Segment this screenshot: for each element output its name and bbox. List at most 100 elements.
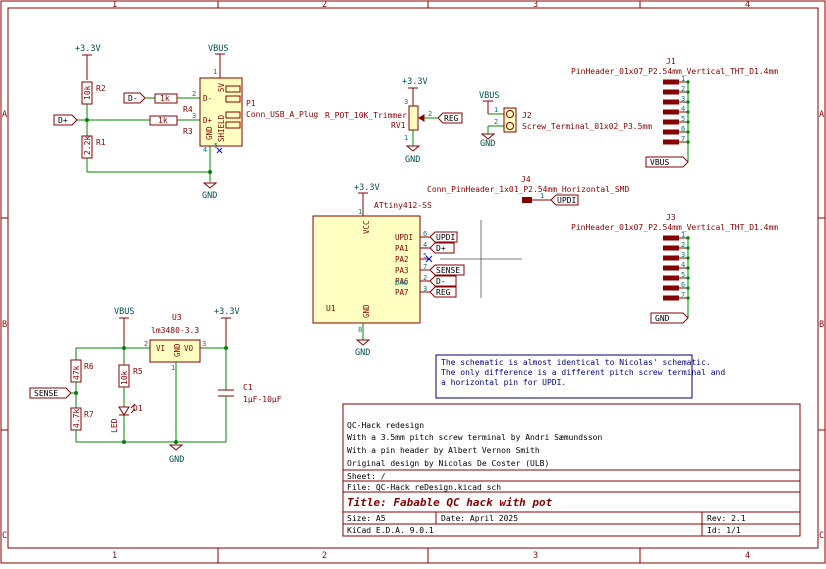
label-gnd-j3-text: GND [655, 314, 670, 323]
u1-pin-name-pa7: PA7 [395, 288, 409, 297]
tb-rev: Rev: 2.1 [707, 514, 746, 523]
power-gnd-j2: GND [480, 139, 495, 149]
label-dplus-left [53, 114, 78, 126]
label-reg-pot [437, 112, 463, 124]
header-j4-section: J4 Conn_PinHeader_1x01_P2.54mm_Horizonta… [427, 175, 629, 206]
j1-pin-6-num: 6 [681, 125, 685, 133]
col-label-1: 1 [112, 0, 117, 10]
j1-value: PinHeader_01x07_P2.54mm_Vertical_THT_D1.… [571, 67, 778, 76]
j3-pin-6-num: 6 [681, 281, 685, 289]
power-3v3-pot: +3.3V [402, 77, 428, 87]
tb-file: File: QC-Hack_reDesign.kicad_sch [347, 483, 501, 492]
r6-ref: R6 [84, 362, 94, 371]
p1-pinnum-2: 2 [192, 90, 196, 98]
label-dplus-left-text: D+ [58, 116, 68, 125]
j1-pin-3-body [663, 99, 679, 105]
u1-pin-name-pa1: PA1 [395, 244, 409, 253]
j2-ref: J2 [522, 111, 532, 120]
power-gnd-reg: GND [169, 455, 184, 465]
j1-ref: J1 [666, 57, 676, 66]
col-label-1-bottom: 1 [112, 551, 117, 561]
p1-pinnum-1: 1 [213, 68, 217, 76]
label-dminus-left-text: D- [128, 94, 138, 103]
j3-pin-2-body [663, 245, 679, 251]
usb-section: +3.3V 10k R2 2.2k R1 D+ D- 1k R4 1k R3 V… [53, 44, 318, 201]
j3-pin-4-num: 4 [681, 261, 685, 269]
r1-value: 2.2k [83, 136, 92, 155]
r1-ref: R1 [96, 138, 106, 147]
u1-vcc-pin: 1 [358, 208, 362, 216]
note-box: The schematic is almost identical to Nic… [435, 354, 725, 399]
p1-pin-dminus: D- [203, 94, 212, 103]
j1-pin-7-body [663, 139, 679, 145]
u1-gnd-pin: 8 [358, 326, 362, 334]
u3-pin-1: 1 [171, 364, 175, 372]
p1-pinnum-4: 4 [203, 146, 207, 154]
p1-pin-dplus: D+ [203, 116, 213, 125]
rv1-pin-2: 2 [428, 110, 432, 118]
j3-pin-5-body [663, 275, 679, 281]
r2-ref: R2 [96, 84, 106, 93]
row-label-b-right: B [819, 320, 824, 330]
r5-value: 10k [120, 370, 129, 385]
rv1-pin-3: 3 [404, 98, 408, 106]
p1-pinnum-5: 5 [214, 142, 218, 150]
u1-pin-num-2: 2 [423, 274, 427, 282]
label-updi-j4 [550, 194, 579, 206]
j1-pin-1-num: 1 [681, 75, 685, 83]
screw-terminal-j2 [503, 107, 517, 133]
row-label-c-right: C [819, 531, 824, 541]
u1-value: ATtiny412-SS [374, 201, 432, 210]
power-gnd-mcu: GND [355, 348, 370, 358]
p1-ref: P1 [246, 99, 256, 108]
u1-pin-num-4: 4 [423, 241, 427, 249]
note-line-3: a horizontal pin for UPDI. [441, 378, 566, 387]
tb-size: Size: A5 [347, 514, 386, 523]
r3-ref: R3 [183, 127, 193, 136]
c1-value: 1µF-10µF [243, 395, 282, 404]
power-gnd-pot: GND [405, 155, 420, 165]
j3-pin-2-num: 2 [681, 241, 685, 249]
header-j1-section: J1 PinHeader_01x07_P2.54mm_Vertical_THT_… [571, 57, 778, 168]
row-label-a: A [2, 110, 7, 120]
title-block: QC-Hack redesign With a 3.5mm pitch scre… [342, 403, 801, 537]
j1-pin-2-num: 2 [681, 85, 685, 93]
col-label-4-bottom: 4 [745, 551, 750, 561]
p1-pin-shield: SHIELD [217, 114, 226, 142]
u3-vo: VO [184, 344, 194, 353]
label-dminus-left [123, 92, 146, 104]
j3-pin-7-body [663, 295, 679, 301]
j1-pin-4-num: 4 [681, 105, 685, 113]
col-label-2-bottom: 2 [322, 551, 327, 561]
rv1-ref: RV1 [391, 121, 406, 130]
j1-pin-2-body [663, 89, 679, 95]
label-sense-reg [29, 387, 72, 399]
r4-value: 1k [160, 94, 170, 103]
j2-value: Screw_Terminal_01x02_P3.5mm [522, 122, 652, 131]
note-line-2: The only difference is a different pitch… [441, 368, 725, 377]
label-gnd-j3 [650, 312, 689, 324]
label-dplus-u1-text: D+ [436, 244, 446, 253]
power-gnd-usb: GND [202, 191, 217, 201]
r2-value: 10k [83, 85, 92, 100]
u3-vi: VI [156, 344, 165, 353]
j1-pin-4-body [663, 109, 679, 115]
j3-pin-1-body [663, 235, 679, 241]
j2-pin-1: 1 [494, 106, 498, 114]
tb-comment-2: With a 3.5mm pitch screw terminal by And… [347, 433, 602, 442]
u1-pin-name-pa6: PA6 [395, 277, 409, 286]
j1-pin-7-num: 7 [681, 135, 685, 143]
j3-pin-5-num: 5 [681, 271, 685, 279]
header-j3-section: J3 PinHeader_01x07_P2.54mm_Vertical_THT_… [571, 213, 778, 324]
u3-pin-2: 2 [144, 340, 148, 348]
j1-pin-1-body [663, 79, 679, 85]
tb-title: Title: Fabable QC hack with pot [347, 496, 553, 509]
col-label-3: 3 [533, 0, 538, 10]
u1-pin-name-pa3: PA3 [395, 266, 409, 275]
tb-date: Date: April 2025 [441, 514, 518, 523]
note-line-1: The schematic is almost identical to Nic… [441, 358, 711, 367]
r3-value: 1k [158, 116, 168, 125]
